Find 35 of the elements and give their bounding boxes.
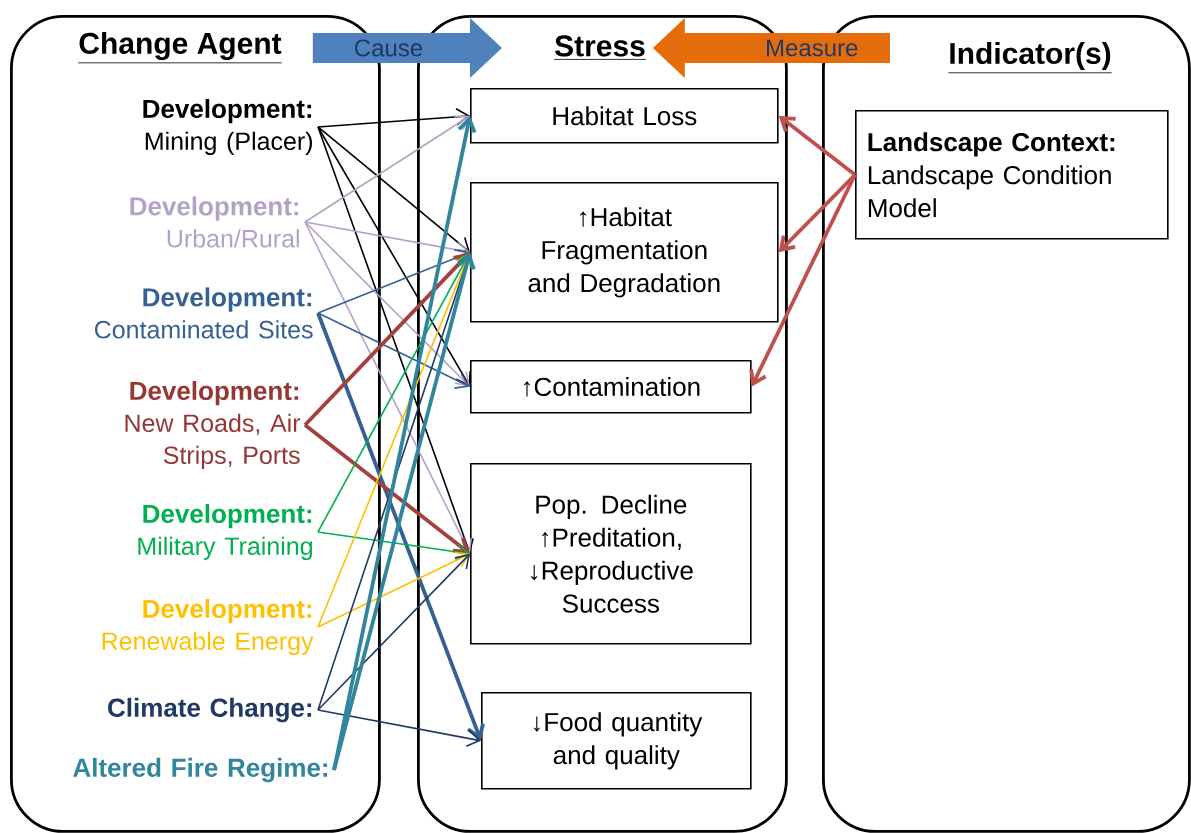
arrow xyxy=(749,173,857,387)
agent-label: Development: Military Training xyxy=(138,503,312,560)
agent-label: Development: Urban/Rural xyxy=(130,196,299,248)
agent-label: Altered Fire Regime: xyxy=(73,757,328,783)
agent-label: Development: New Roads, Air Strips, Ports xyxy=(125,380,301,469)
stress-box: ↓Food quantity and quality xyxy=(481,692,752,790)
arrow xyxy=(317,709,481,747)
stress-box: Landscape Context: Landscape Condition Model xyxy=(855,110,1169,240)
arrow xyxy=(317,126,474,554)
arrow xyxy=(317,252,472,533)
arrow xyxy=(316,312,485,741)
stress-box: ↑Habitat Fragmentation and Degradation xyxy=(470,182,779,323)
stress-box: Pop. Decline ↑Preditation, ↓Reproductive Success xyxy=(470,463,752,645)
arrow xyxy=(317,126,470,253)
arrow xyxy=(332,252,476,771)
arrow xyxy=(317,312,470,389)
arrow xyxy=(304,115,470,223)
arrow xyxy=(304,221,472,554)
arrow xyxy=(778,115,857,177)
agent-label: Development: Renewable Energy xyxy=(102,598,314,655)
arrow xyxy=(778,173,857,253)
stress-box: Habitat Loss xyxy=(470,88,779,144)
arrow xyxy=(317,249,470,314)
arrow xyxy=(303,252,470,427)
arrow xyxy=(317,551,470,628)
arrow xyxy=(317,126,471,387)
arrow xyxy=(317,553,470,711)
stress-box: ↑Contamination xyxy=(470,360,752,414)
arrow xyxy=(317,108,470,128)
agent-label: Climate Change: xyxy=(108,697,312,723)
arrow xyxy=(304,221,470,387)
agent-label: Development: Contaminated Sites xyxy=(94,287,313,339)
arrow xyxy=(317,531,470,561)
arrow xyxy=(303,423,470,554)
agent-label: Development: Mining (Placer) xyxy=(143,98,312,155)
